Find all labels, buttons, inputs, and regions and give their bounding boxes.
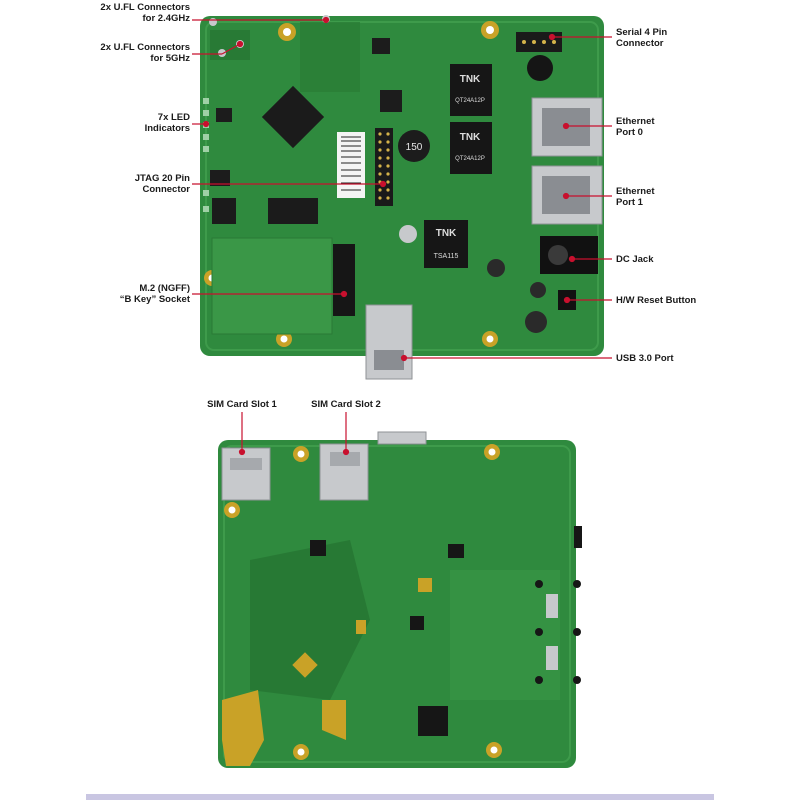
inductor-label: 150	[406, 142, 423, 153]
label-reset-button: H/W Reset Button	[616, 295, 697, 306]
chip-model-label: QT24A12P	[455, 98, 485, 104]
sim-card-slot-1	[221, 447, 271, 501]
jtag-header	[375, 128, 393, 206]
label-usb-port: USB 3.0 Port	[616, 353, 674, 364]
barcode-label	[337, 132, 365, 198]
leader-lines-top	[192, 16, 612, 362]
buzzer	[527, 55, 553, 81]
transformer-chip	[424, 220, 468, 268]
leader-lines-bottom	[238, 412, 350, 456]
top-board: 150 TNK QT24A12P TNK QT24A12P TNK TSA115	[200, 15, 604, 380]
cpu-chip	[261, 85, 325, 149]
memory-chip	[268, 198, 318, 224]
chip-model-label: QT24A12P	[455, 156, 485, 162]
label-m2-socket: M.2 (NGFF)“B Key” Socket	[119, 283, 190, 305]
chip-model-label: TSA115	[434, 253, 459, 260]
gold-pad	[222, 690, 264, 766]
footer-band	[86, 794, 714, 800]
label-dc-jack: DC Jack	[616, 254, 654, 265]
inductor	[398, 130, 430, 162]
magnetics-chip-2	[450, 122, 492, 174]
chip	[418, 706, 448, 736]
ufl-connector	[218, 49, 226, 57]
chip-brand-label: TNK	[436, 228, 457, 239]
chip-brand-label: TNK	[460, 74, 481, 85]
ufl-connector	[209, 18, 217, 26]
label-sim-slot-2: SIM Card Slot 2	[311, 399, 381, 410]
chip-brand-label: TNK	[460, 132, 481, 143]
m2-card-area	[211, 237, 333, 335]
label-sim-slot-1: SIM Card Slot 1	[207, 399, 277, 410]
bottom-board	[218, 431, 582, 768]
magnetics-chip-1	[450, 64, 492, 116]
gold-pad	[322, 700, 346, 740]
m2-socket	[333, 244, 355, 316]
